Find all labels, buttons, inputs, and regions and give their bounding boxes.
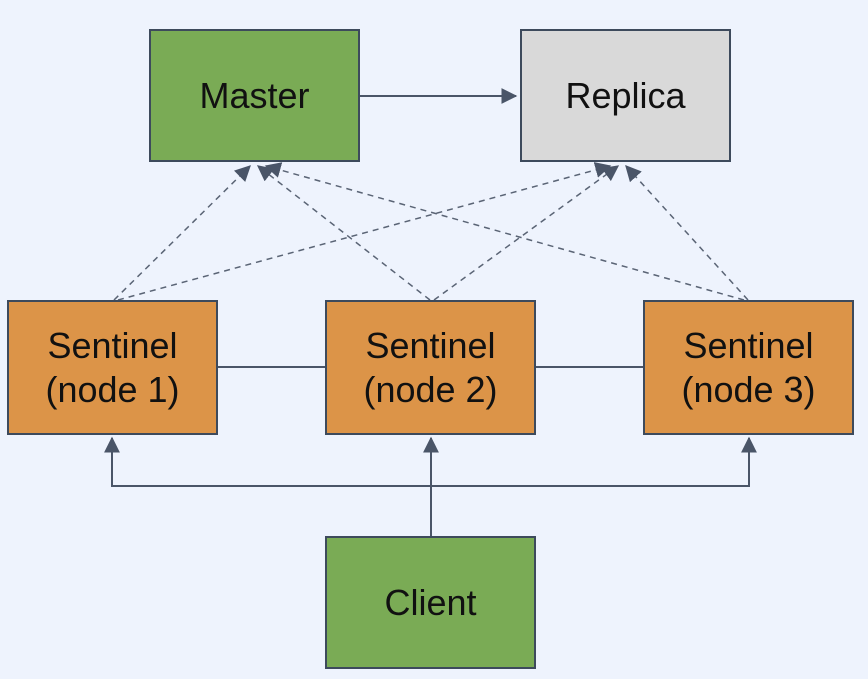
sentinel-node-3: Sentinel (node 3) <box>643 300 854 435</box>
sentinel-3-title: Sentinel <box>683 324 814 366</box>
sentinel-3-subtitle: (node 3) <box>681 368 816 410</box>
edge-sentinel3-to-master <box>264 162 745 301</box>
sentinel-2-title: Sentinel <box>365 324 496 366</box>
edge-client-to-sentinel3 <box>431 436 757 487</box>
replica-label: Replica <box>565 74 686 116</box>
edge-sentinel2-to-master <box>256 165 431 301</box>
edge-sentinel3-to-replica <box>625 165 749 301</box>
master-node: Master <box>149 29 360 162</box>
master-label: Master <box>199 74 310 116</box>
sentinel-node-2: Sentinel (node 2) <box>325 300 536 435</box>
edge-sentinel2-to-replica <box>433 165 620 301</box>
client-node: Client <box>325 536 536 669</box>
edge-client-to-sentinel1 <box>104 436 431 487</box>
sentinel-node-1: Sentinel (node 1) <box>7 300 218 435</box>
replica-node: Replica <box>520 29 731 162</box>
edge-sentinel1-to-replica <box>117 162 612 301</box>
edge-sentinel1-to-master <box>113 165 251 301</box>
sentinel-2-subtitle: (node 2) <box>363 368 498 410</box>
client-label: Client <box>384 581 477 623</box>
sentinel-1-subtitle: (node 1) <box>45 368 180 410</box>
sentinel-1-title: Sentinel <box>47 324 178 366</box>
